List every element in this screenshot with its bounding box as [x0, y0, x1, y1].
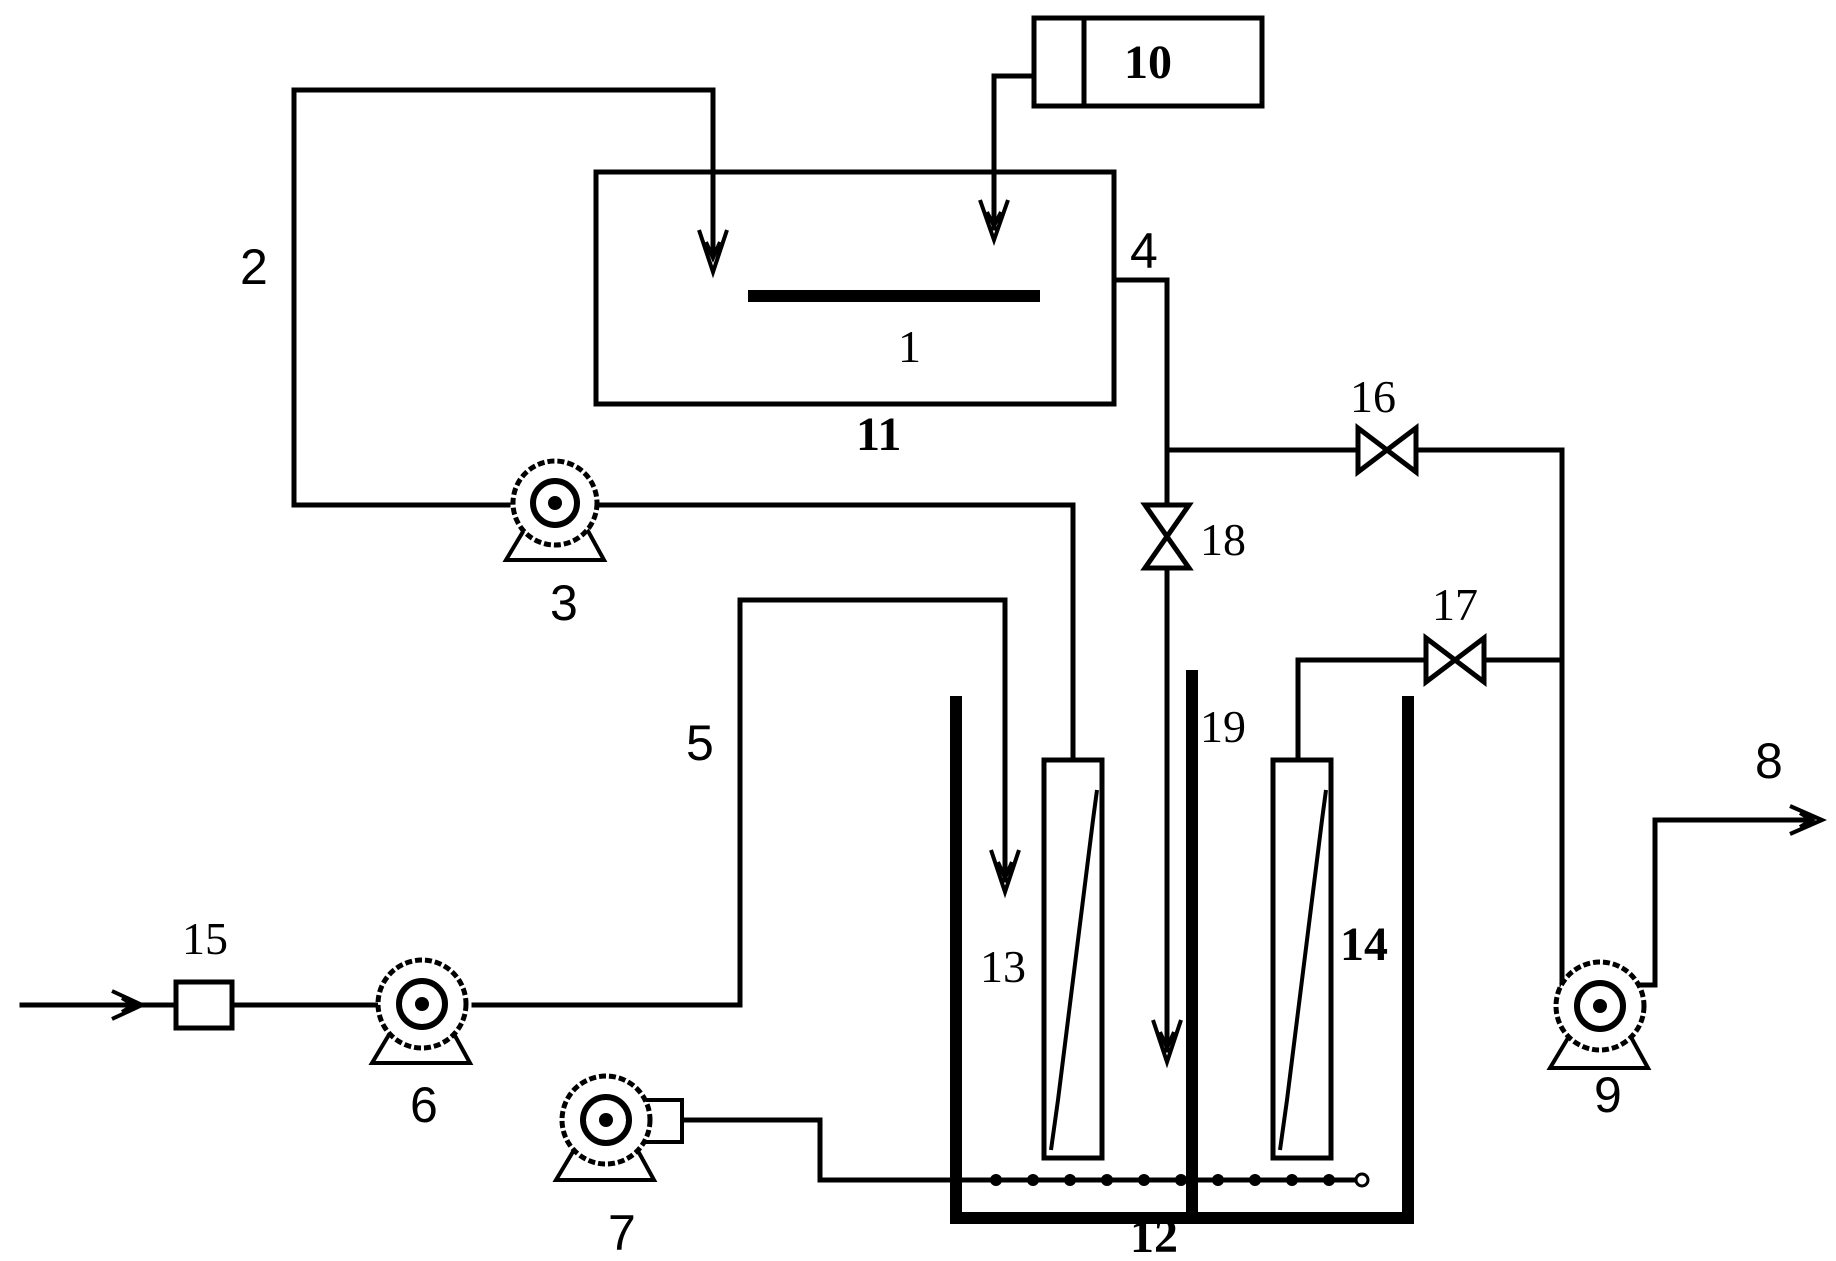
membrane-14 — [1270, 757, 1334, 1161]
label-7: 7 — [608, 1205, 636, 1261]
reactor-12 — [950, 696, 1414, 1224]
aerator-diffuser — [990, 1172, 1370, 1188]
line-2 — [291, 87, 716, 508]
membrane-13 — [1041, 757, 1105, 1161]
label-19: 19 — [1200, 701, 1246, 752]
label-2: 2 — [240, 239, 268, 295]
feed-inlet-arrow — [111, 989, 147, 1021]
outlet-line-8 — [1627, 817, 1813, 988]
line-5-arrow — [989, 849, 1021, 899]
line-2-arrow — [697, 229, 729, 279]
label-4: 4 — [1130, 223, 1158, 279]
label-6: 6 — [410, 1077, 438, 1133]
label-9: 9 — [1594, 1067, 1622, 1123]
supply-line-10 — [991, 73, 1037, 231]
line-5 — [471, 597, 1008, 1008]
label-13: 13 — [980, 941, 1026, 992]
line-18-arrow — [1151, 1019, 1183, 1069]
pump-6[interactable] — [368, 957, 474, 1065]
label-5: 5 — [686, 715, 714, 771]
power-supply-10 — [1031, 15, 1265, 109]
pump-3[interactable] — [502, 458, 608, 562]
label-12: 12 — [1130, 1210, 1178, 1261]
label-15: 15 — [182, 913, 228, 964]
label-16: 16 — [1350, 371, 1396, 422]
label-14: 14 — [1340, 918, 1388, 971]
label-8: 8 — [1755, 733, 1783, 789]
electrode-plate-1 — [748, 290, 1040, 302]
line-16-to-9 — [1413, 447, 1565, 988]
label-1: 1 — [898, 321, 921, 372]
label-17: 17 — [1432, 579, 1478, 630]
label-18: 18 — [1200, 514, 1246, 565]
valve-17[interactable] — [1423, 632, 1487, 688]
label-3: 3 — [550, 575, 578, 631]
outlet-arrow-8 — [1789, 804, 1827, 836]
pump-9[interactable] — [1546, 959, 1652, 1070]
tank-11 — [593, 169, 1117, 407]
filter-15 — [173, 979, 235, 1031]
valve-18[interactable] — [1140, 502, 1194, 571]
supply-arrow-10 — [978, 199, 1010, 247]
pump-3-outlet-line — [597, 502, 1076, 763]
pump-7[interactable] — [552, 1073, 684, 1182]
label-11: 11 — [856, 408, 901, 461]
line-4 — [1111, 277, 1170, 511]
line-17 — [1295, 657, 1429, 763]
valve-16[interactable] — [1355, 422, 1419, 478]
label-10: 10 — [1124, 36, 1172, 89]
air-line-7 — [677, 1117, 1363, 1183]
